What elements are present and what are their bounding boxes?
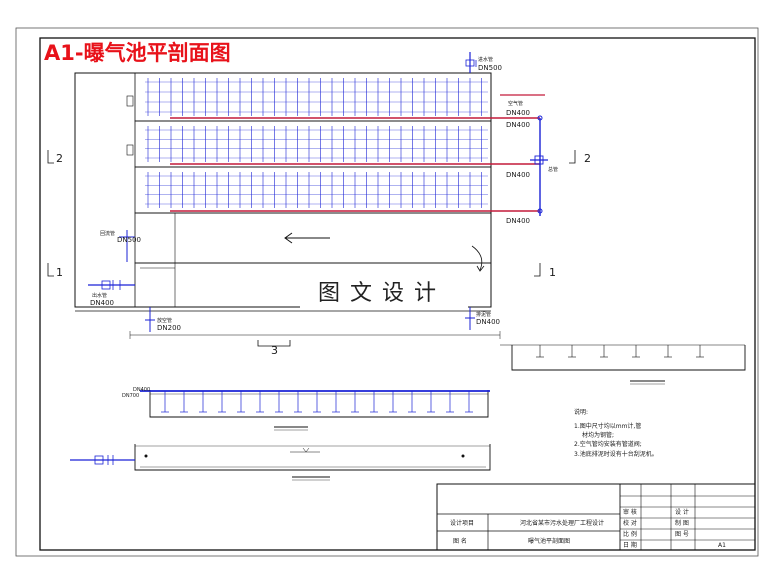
label-air-branch: 总管 bbox=[548, 166, 558, 173]
tb-r1b: 设 计 bbox=[675, 508, 689, 516]
tb-r3b: 图 号 bbox=[675, 531, 689, 538]
label-return-tag: 回流管 bbox=[100, 230, 115, 237]
label-sludge: DN400 bbox=[476, 318, 500, 326]
section-mark-bottom: 3 bbox=[271, 344, 278, 357]
drawing-title: A1-曝气池平剖面图 bbox=[44, 41, 231, 65]
section-mark-right-upper: 2 bbox=[584, 152, 591, 165]
label-sludge-tag: 排泥管 bbox=[476, 311, 491, 318]
notes-line1b: 材均为钢管; bbox=[582, 431, 614, 439]
tb-r2b: 制 图 bbox=[675, 519, 689, 527]
notes-line1: 1.图中尺寸均以mm计,管 bbox=[574, 422, 641, 430]
diffuser-grid bbox=[145, 78, 488, 208]
section-mark-right-lower: 1 bbox=[549, 266, 556, 279]
section-1-view bbox=[70, 444, 491, 481]
label-inlet: DN500 bbox=[478, 64, 502, 72]
tb-drawing-value: 曝气池平剖面图 bbox=[528, 537, 570, 545]
tb-project-label: 设计项目 bbox=[450, 519, 474, 527]
notes-line2: 2.空气管均安装有管道阀; bbox=[574, 440, 642, 448]
label-drain-tag: 放空管 bbox=[157, 317, 172, 324]
notes-line3: 3.池底排泥时设有十台刮泥机。 bbox=[574, 450, 658, 458]
section-mark-left-upper: 2 bbox=[56, 152, 63, 165]
label-sec2-pipe: DN400 bbox=[133, 387, 150, 393]
label-sec2-pipe-b: DN700 bbox=[122, 393, 139, 399]
corridor-3 bbox=[134, 166, 492, 214]
section-2-view: DN400 DN700 bbox=[122, 387, 490, 431]
title-block: 设计项目 河北省某市污水处理厂工程设计 图 名 曝气池平剖面图 审 核 设 计 … bbox=[436, 483, 756, 551]
label-air-tag: 空气管 bbox=[508, 100, 523, 107]
tb-r2a: 校 对 bbox=[623, 519, 637, 527]
notes-heading: 说明: bbox=[574, 408, 588, 416]
label-return: DN500 bbox=[117, 236, 141, 244]
corridor-2 bbox=[134, 120, 492, 168]
section-mark-left-lower: 1 bbox=[56, 266, 63, 279]
tb-project-value: 河北省某市污水处理厂工程设计 bbox=[520, 519, 604, 527]
tb-r1a: 审 核 bbox=[623, 508, 637, 516]
tb-r4b: A1 bbox=[718, 542, 726, 549]
corridor-1 bbox=[134, 72, 492, 122]
notes-block: 说明: 1.图中尺寸均以mm计,管 材均为钢管; 2.空气管均安装有管道阀; 3… bbox=[574, 408, 658, 458]
watermark-bg bbox=[300, 276, 468, 310]
plan-view: 进水管 DN500 空气管 DN400 DN400 总管 DN400 DN400… bbox=[47, 52, 591, 357]
tb-r3a: 比 例 bbox=[623, 530, 637, 538]
tb-drawing-label: 图 名 bbox=[453, 537, 467, 545]
label-outlet-tag: 出水管 bbox=[92, 292, 107, 299]
label-air-2: DN400 bbox=[506, 121, 530, 129]
inner-border bbox=[39, 37, 756, 551]
label-outlet: DN400 bbox=[90, 299, 114, 307]
section-3-view bbox=[500, 344, 746, 385]
label-drain: DN200 bbox=[157, 324, 181, 332]
outer-border bbox=[15, 27, 759, 557]
label-air-4: DN400 bbox=[506, 217, 530, 225]
label-air-1: DN400 bbox=[506, 109, 530, 117]
watermark: 图文设计 bbox=[318, 281, 446, 306]
label-inlet-tag: 进水管 bbox=[478, 56, 493, 63]
tb-r4a: 日 期 bbox=[623, 541, 637, 549]
tank-outline bbox=[74, 72, 492, 308]
label-air-3: DN400 bbox=[506, 171, 530, 179]
